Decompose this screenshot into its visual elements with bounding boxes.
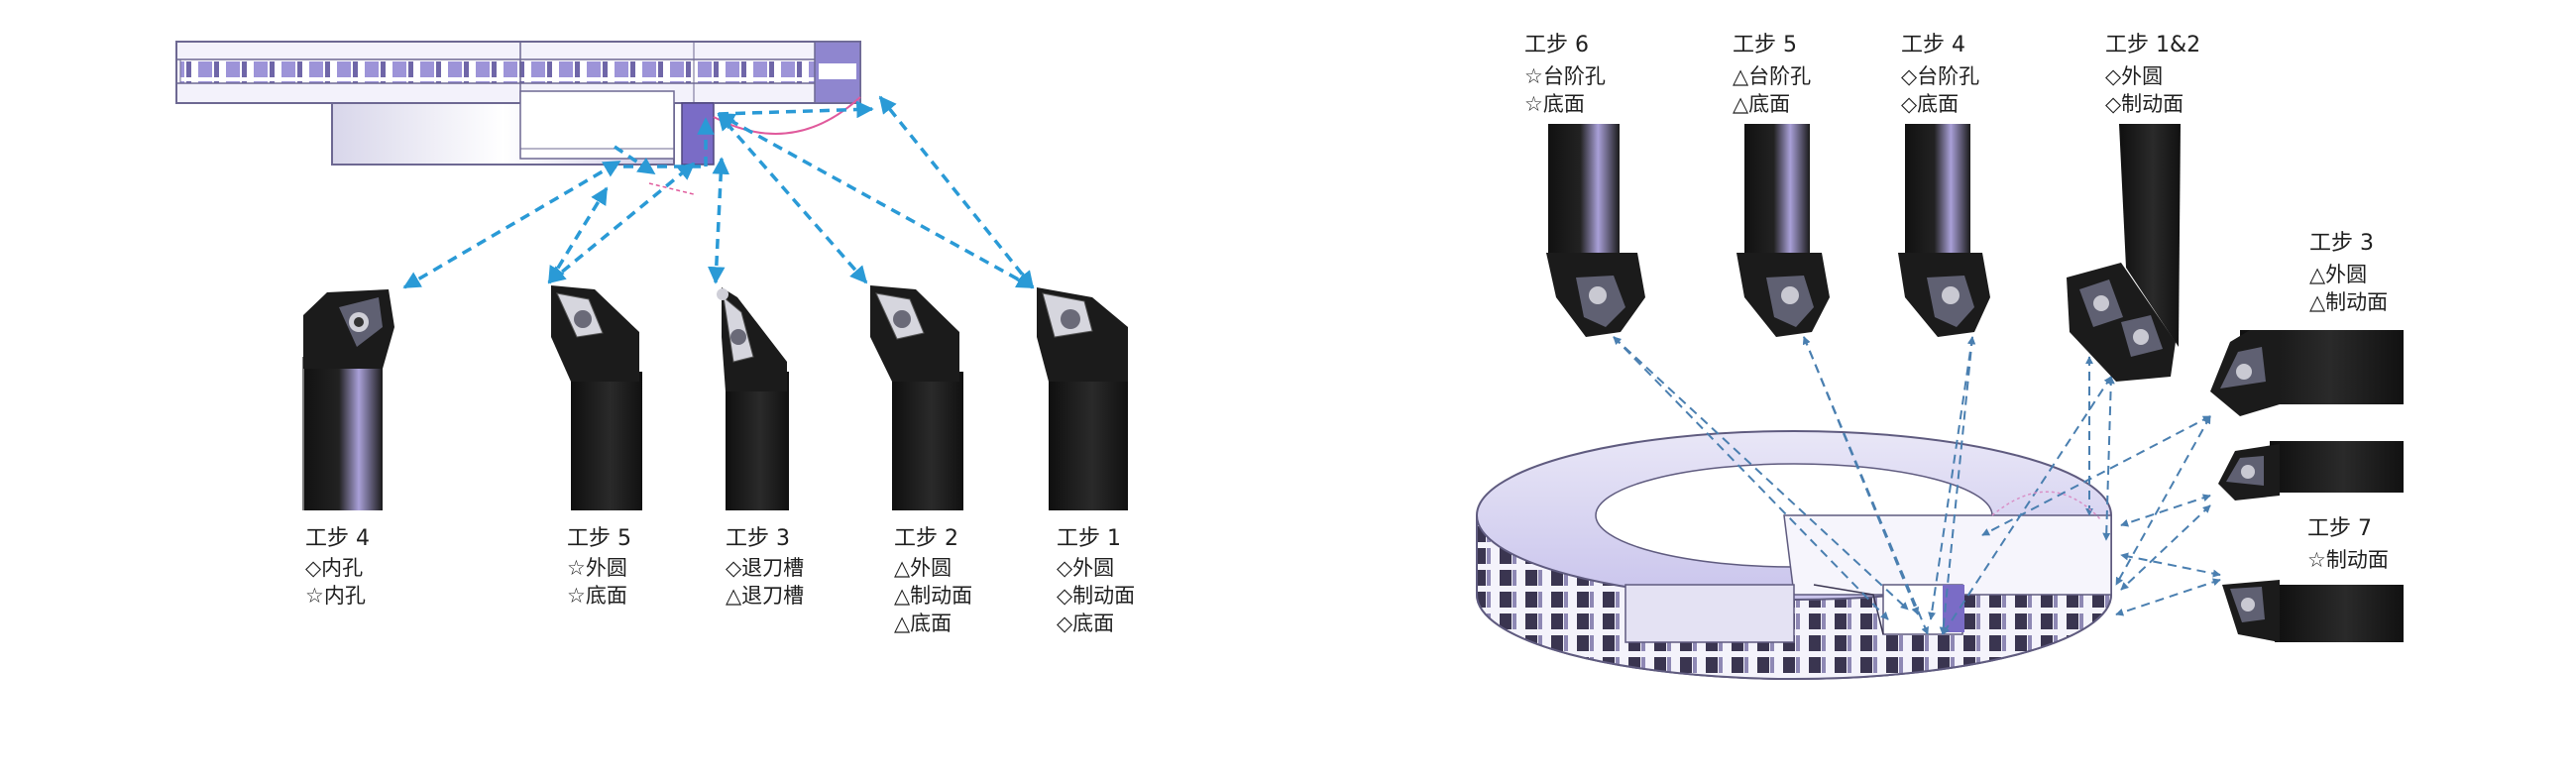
left-tool-2: [551, 285, 642, 510]
svg-text:工步 4: 工步 4: [305, 526, 370, 551]
svg-text:◇台阶孔: ◇台阶孔: [1901, 64, 1979, 88]
svg-text:工步 1&2: 工步 1&2: [2105, 33, 2200, 57]
right-tool-6: [1546, 124, 1645, 337]
svg-text:工步 3: 工步 3: [726, 526, 790, 551]
right-step-label: 工步 7 ☆制动面: [2307, 516, 2389, 572]
right-tool-3b: [2218, 441, 2404, 501]
svg-text:△底面: △底面: [1733, 92, 1790, 116]
svg-text:◇退刀槽: ◇退刀槽: [726, 556, 804, 580]
right-step-label: 工步 1&2 ◇外圆 ◇制动面: [2105, 33, 2200, 116]
svg-text:工步 2: 工步 2: [894, 526, 958, 551]
left-tool-4: [870, 285, 963, 510]
right-tool-3: [2210, 330, 2404, 416]
svg-text:工步 5: 工步 5: [567, 526, 631, 551]
right-groove-curve: [1991, 491, 2102, 521]
svg-text:△底面: △底面: [894, 612, 952, 635]
svg-text:△制动面: △制动面: [2309, 290, 2388, 314]
right-arrows: [1613, 336, 2221, 635]
right-tool-5: [1736, 124, 1830, 337]
svg-text:☆制动面: ☆制动面: [2307, 548, 2389, 572]
svg-text:工步 3: 工步 3: [2309, 231, 2374, 256]
svg-text:工步 5: 工步 5: [1733, 33, 1797, 57]
svg-text:◇内孔: ◇内孔: [305, 556, 363, 580]
left-step-label: 工步 4 ◇内孔 ☆内孔: [305, 526, 370, 608]
left-step-label: 工步 1 ◇外圆 ◇制动面 ◇底面: [1057, 526, 1135, 635]
svg-text:△外圆: △外圆: [2309, 263, 2367, 286]
left-labels: 工步 4 ◇内孔 ☆内孔 工步 5 ☆外圆 ☆底面 工步 3 ◇退刀槽 △退刀槽…: [305, 526, 1135, 635]
svg-text:☆外圆: ☆外圆: [567, 556, 627, 580]
svg-text:工步 6: 工步 6: [1524, 33, 1589, 57]
left-step-label: 工步 5 ☆外圆 ☆底面: [567, 526, 631, 608]
left-tool-1: [302, 289, 394, 510]
svg-text:△制动面: △制动面: [894, 584, 972, 608]
svg-text:☆底面: ☆底面: [567, 584, 627, 608]
right-tool-1-2: [2067, 124, 2181, 382]
svg-text:△台阶孔: △台阶孔: [1733, 64, 1811, 88]
svg-text:◇底面: ◇底面: [1901, 92, 1959, 116]
right-tool-4: [1898, 124, 1990, 337]
svg-text:◇制动面: ◇制动面: [1057, 584, 1135, 608]
left-step-label: 工步 2 △外圆 △制动面 △底面: [894, 526, 972, 635]
svg-text:◇外圆: ◇外圆: [1057, 556, 1114, 580]
left-step-label: 工步 3 ◇退刀槽 △退刀槽: [726, 526, 804, 608]
right-step-label: 工步 6 ☆台阶孔 ☆底面: [1524, 33, 1606, 116]
svg-text:☆台阶孔: ☆台阶孔: [1524, 64, 1606, 88]
right-labels: 工步 6 ☆台阶孔 ☆底面 工步 5 △台阶孔 △底面 工步 4 ◇台阶孔 ◇底…: [1524, 33, 2389, 572]
svg-text:工步 4: 工步 4: [1901, 33, 1965, 57]
right-step-label: 工步 4 ◇台阶孔 ◇底面: [1901, 33, 1979, 116]
svg-text:◇制动面: ◇制动面: [2105, 92, 2184, 116]
svg-text:◇外圆: ◇外圆: [2105, 64, 2163, 88]
right-tool-7: [2222, 580, 2404, 642]
left-disc-section: [175, 41, 861, 195]
right-step-label: 工步 5 △台阶孔 △底面: [1733, 33, 1811, 116]
right-brake-disc: [1476, 430, 2112, 680]
right-step-label: 工步 3 △外圆 △制动面: [2309, 231, 2388, 314]
svg-text:☆内孔: ☆内孔: [305, 584, 366, 608]
left-arrows: [402, 95, 1035, 289]
svg-text:◇底面: ◇底面: [1057, 612, 1114, 635]
left-tool-5: [1037, 287, 1128, 510]
left-tool-3: [717, 287, 789, 510]
svg-text:工步 1: 工步 1: [1057, 526, 1121, 551]
svg-text:△外圆: △外圆: [894, 556, 952, 580]
svg-text:△退刀槽: △退刀槽: [726, 584, 804, 608]
svg-text:☆底面: ☆底面: [1524, 92, 1585, 116]
svg-text:工步 7: 工步 7: [2307, 516, 2372, 541]
